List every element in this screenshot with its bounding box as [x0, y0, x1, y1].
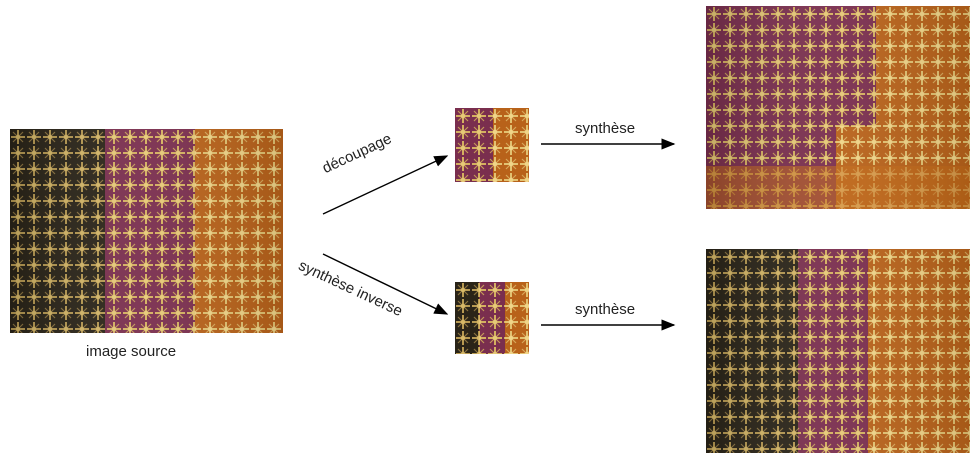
source-image — [10, 129, 283, 333]
inverse-label: synthèse inverse — [295, 257, 406, 320]
synth-top-label: synthèse — [575, 120, 636, 137]
crop-patch — [455, 108, 529, 182]
synthesis-result-crop — [706, 6, 970, 209]
synthesis-result-inverse — [706, 249, 970, 453]
inverse-patch — [455, 282, 529, 354]
source-caption: image source — [86, 343, 177, 360]
crop-label: découpage — [319, 130, 395, 177]
synth-bottom-label: synthèse — [575, 301, 636, 318]
